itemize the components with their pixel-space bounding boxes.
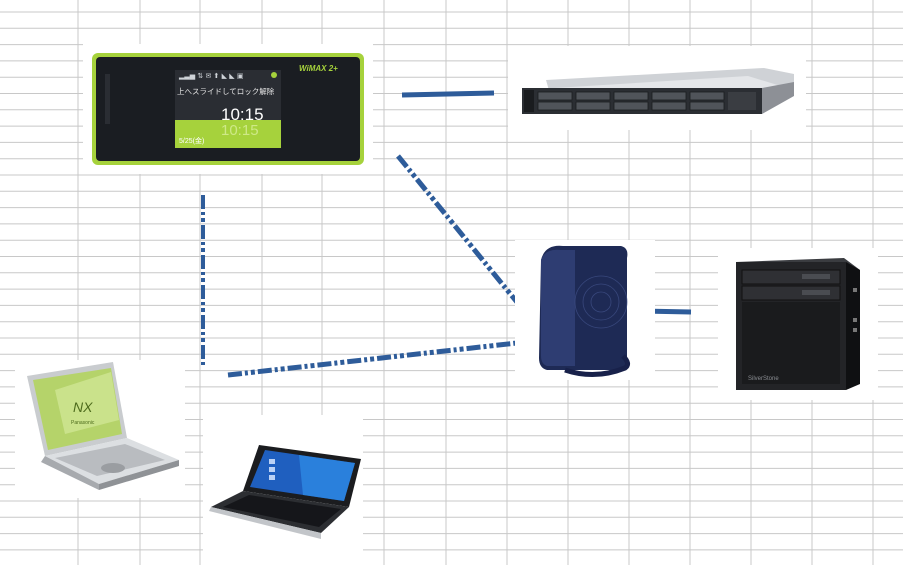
clock-time-reflection: 10:15 (221, 122, 259, 139)
wifi-router-icon (515, 240, 655, 380)
link-wimax-server (401, 90, 495, 98)
link-router-netbook-wireless (227, 339, 527, 378)
laptop-tagline: Panasonic (71, 420, 95, 426)
wimax-router-icon: ▂▃▅ ⇅ ✉ ⬆ ◣ ◣ ▣ 上へスライドしてロック解除 10:15 10:1… (83, 44, 373, 174)
connection-lines (201, 90, 692, 378)
link-wimax-router-wireless (396, 154, 527, 314)
clock-time: 10:15 (221, 105, 264, 124)
desktop-tower-icon: SilverStone (718, 248, 878, 400)
laptop-logo: NX (73, 399, 93, 415)
clock-date: 5/25(金) (179, 136, 204, 145)
mini-laptop-icon (203, 415, 363, 565)
rack-server-icon (508, 46, 806, 130)
wimax-brand-label: WiMAX 2+ (299, 64, 338, 73)
case-badge: SilverStone (748, 376, 779, 382)
status-bar-icons: ▂▃▅ ⇅ ✉ ⬆ ◣ ◣ ▣ (178, 72, 243, 80)
unlock-hint: 上へスライドしてロック解除 (177, 86, 275, 96)
battery-icon (271, 72, 277, 78)
laptop-icon: NX Panasonic (15, 360, 185, 498)
